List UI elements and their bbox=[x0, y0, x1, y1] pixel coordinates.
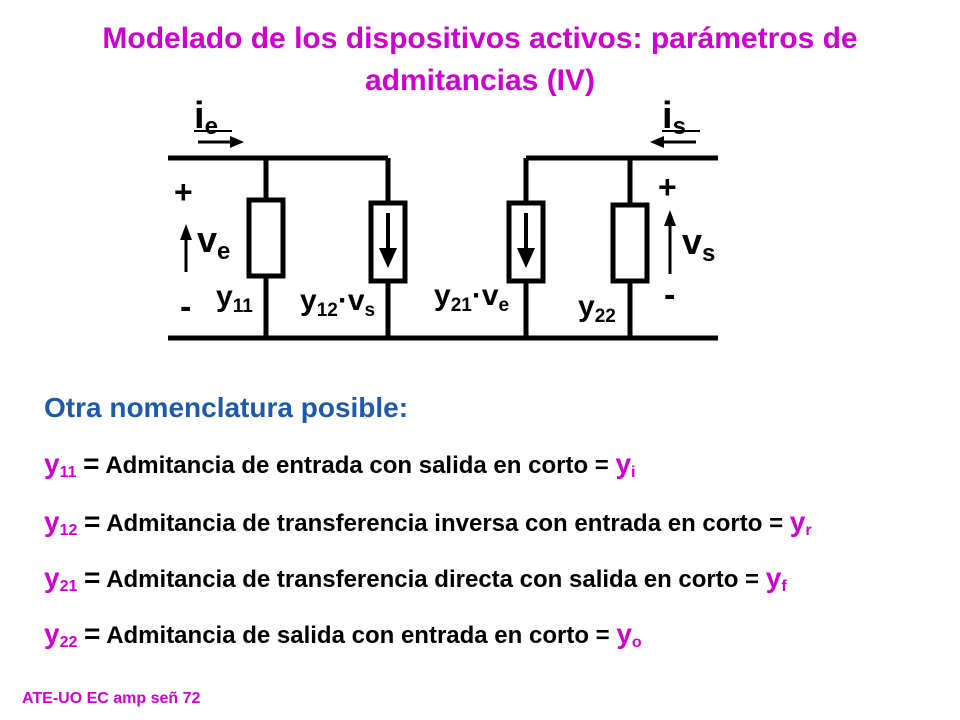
output-minus: - bbox=[664, 276, 675, 314]
y-parameter-circuit: ie is + - + - ve vs y11 y12·vs y21·ve y2… bbox=[168, 95, 718, 341]
input-minus: - bbox=[180, 288, 191, 326]
input-plus: + bbox=[174, 174, 193, 210]
alternative-nomenclature-heading: Otra nomenclatura posible: bbox=[44, 392, 409, 423]
slide-title: Modelado de los dispositivos activos: pa… bbox=[102, 22, 858, 97]
output-voltage-arrow-icon bbox=[664, 210, 676, 274]
input-voltage-label: ve bbox=[197, 219, 230, 265]
y11-admittance bbox=[246, 197, 286, 279]
output-voltage-label: vs bbox=[682, 221, 715, 267]
y21-source-arrow-icon bbox=[517, 213, 535, 268]
slide-footer: ATE-UO EC amp señ 72 bbox=[22, 690, 201, 707]
input-current-arrow-icon bbox=[198, 136, 244, 148]
output-plus: + bbox=[658, 169, 677, 205]
definition-y21: y21 = Admitancia de transferencia direct… bbox=[44, 562, 787, 595]
output-current-arrow-icon bbox=[650, 136, 696, 148]
definition-y11: y11 = Admitancia de entrada con salida e… bbox=[44, 448, 636, 481]
y22-admittance bbox=[610, 202, 650, 284]
y21-label: y21·ve bbox=[434, 279, 509, 316]
y12-source-arrow-icon bbox=[379, 213, 397, 268]
input-voltage-arrow-icon bbox=[180, 224, 192, 272]
definition-y22: y22 = Admitancia de salida con entrada e… bbox=[44, 618, 642, 651]
y12-label: y12·vs bbox=[300, 284, 375, 321]
output-current-label: is bbox=[662, 95, 686, 140]
y22-label: y22 bbox=[578, 290, 616, 327]
y11-label: y11 bbox=[216, 280, 253, 317]
definition-y12: y12 = Admitancia de transferencia invers… bbox=[44, 506, 812, 539]
input-current-label: ie bbox=[194, 95, 218, 140]
